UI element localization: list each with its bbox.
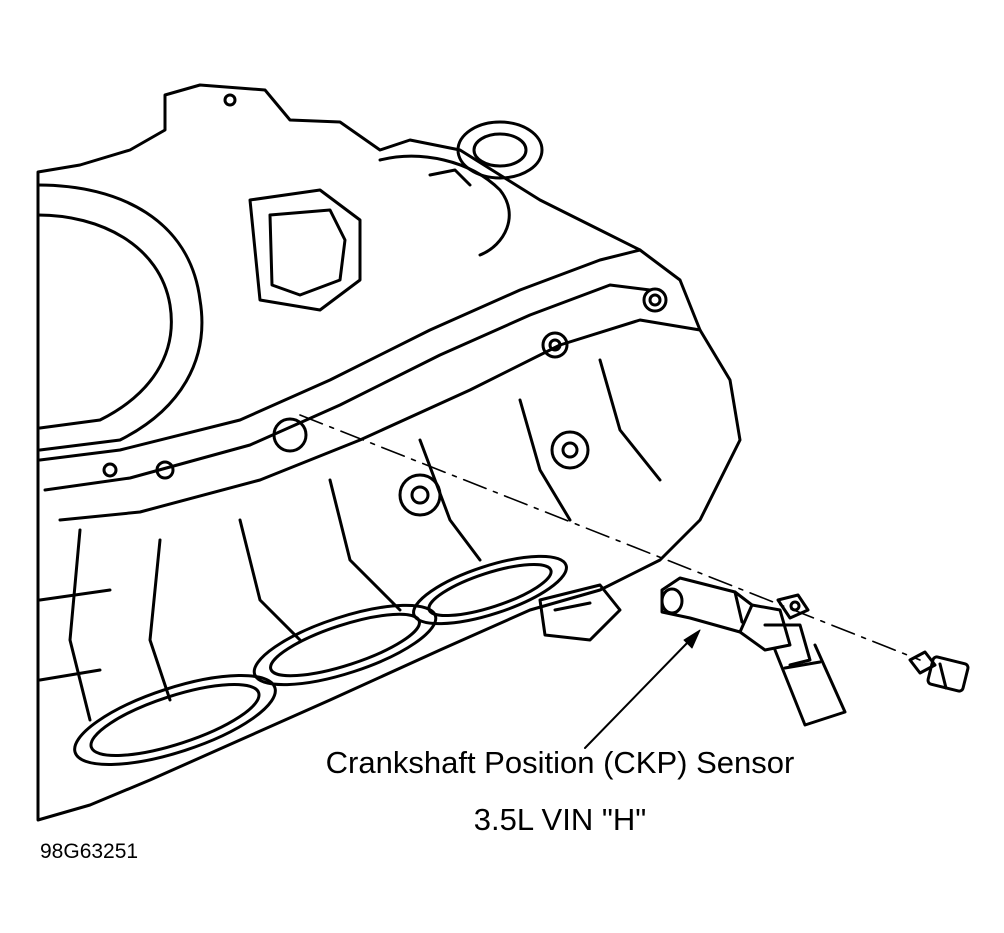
figure-id-label: 98G63251	[40, 840, 139, 863]
retaining-bolt	[908, 650, 970, 693]
callout-part-label: Crankshaft Position (CKP) Sensor	[325, 745, 795, 780]
callout-leader	[584, 629, 701, 749]
ckp-sensor	[660, 576, 847, 727]
install-centerline	[299, 414, 921, 661]
sensor-port	[538, 583, 622, 642]
intake-plenum	[36, 120, 544, 452]
engine-block-outline	[36, 83, 742, 822]
callout-engine-label: 3.5L VIN "H"	[473, 802, 647, 837]
bolt-bosses	[102, 93, 668, 517]
block-ribs	[38, 358, 662, 722]
